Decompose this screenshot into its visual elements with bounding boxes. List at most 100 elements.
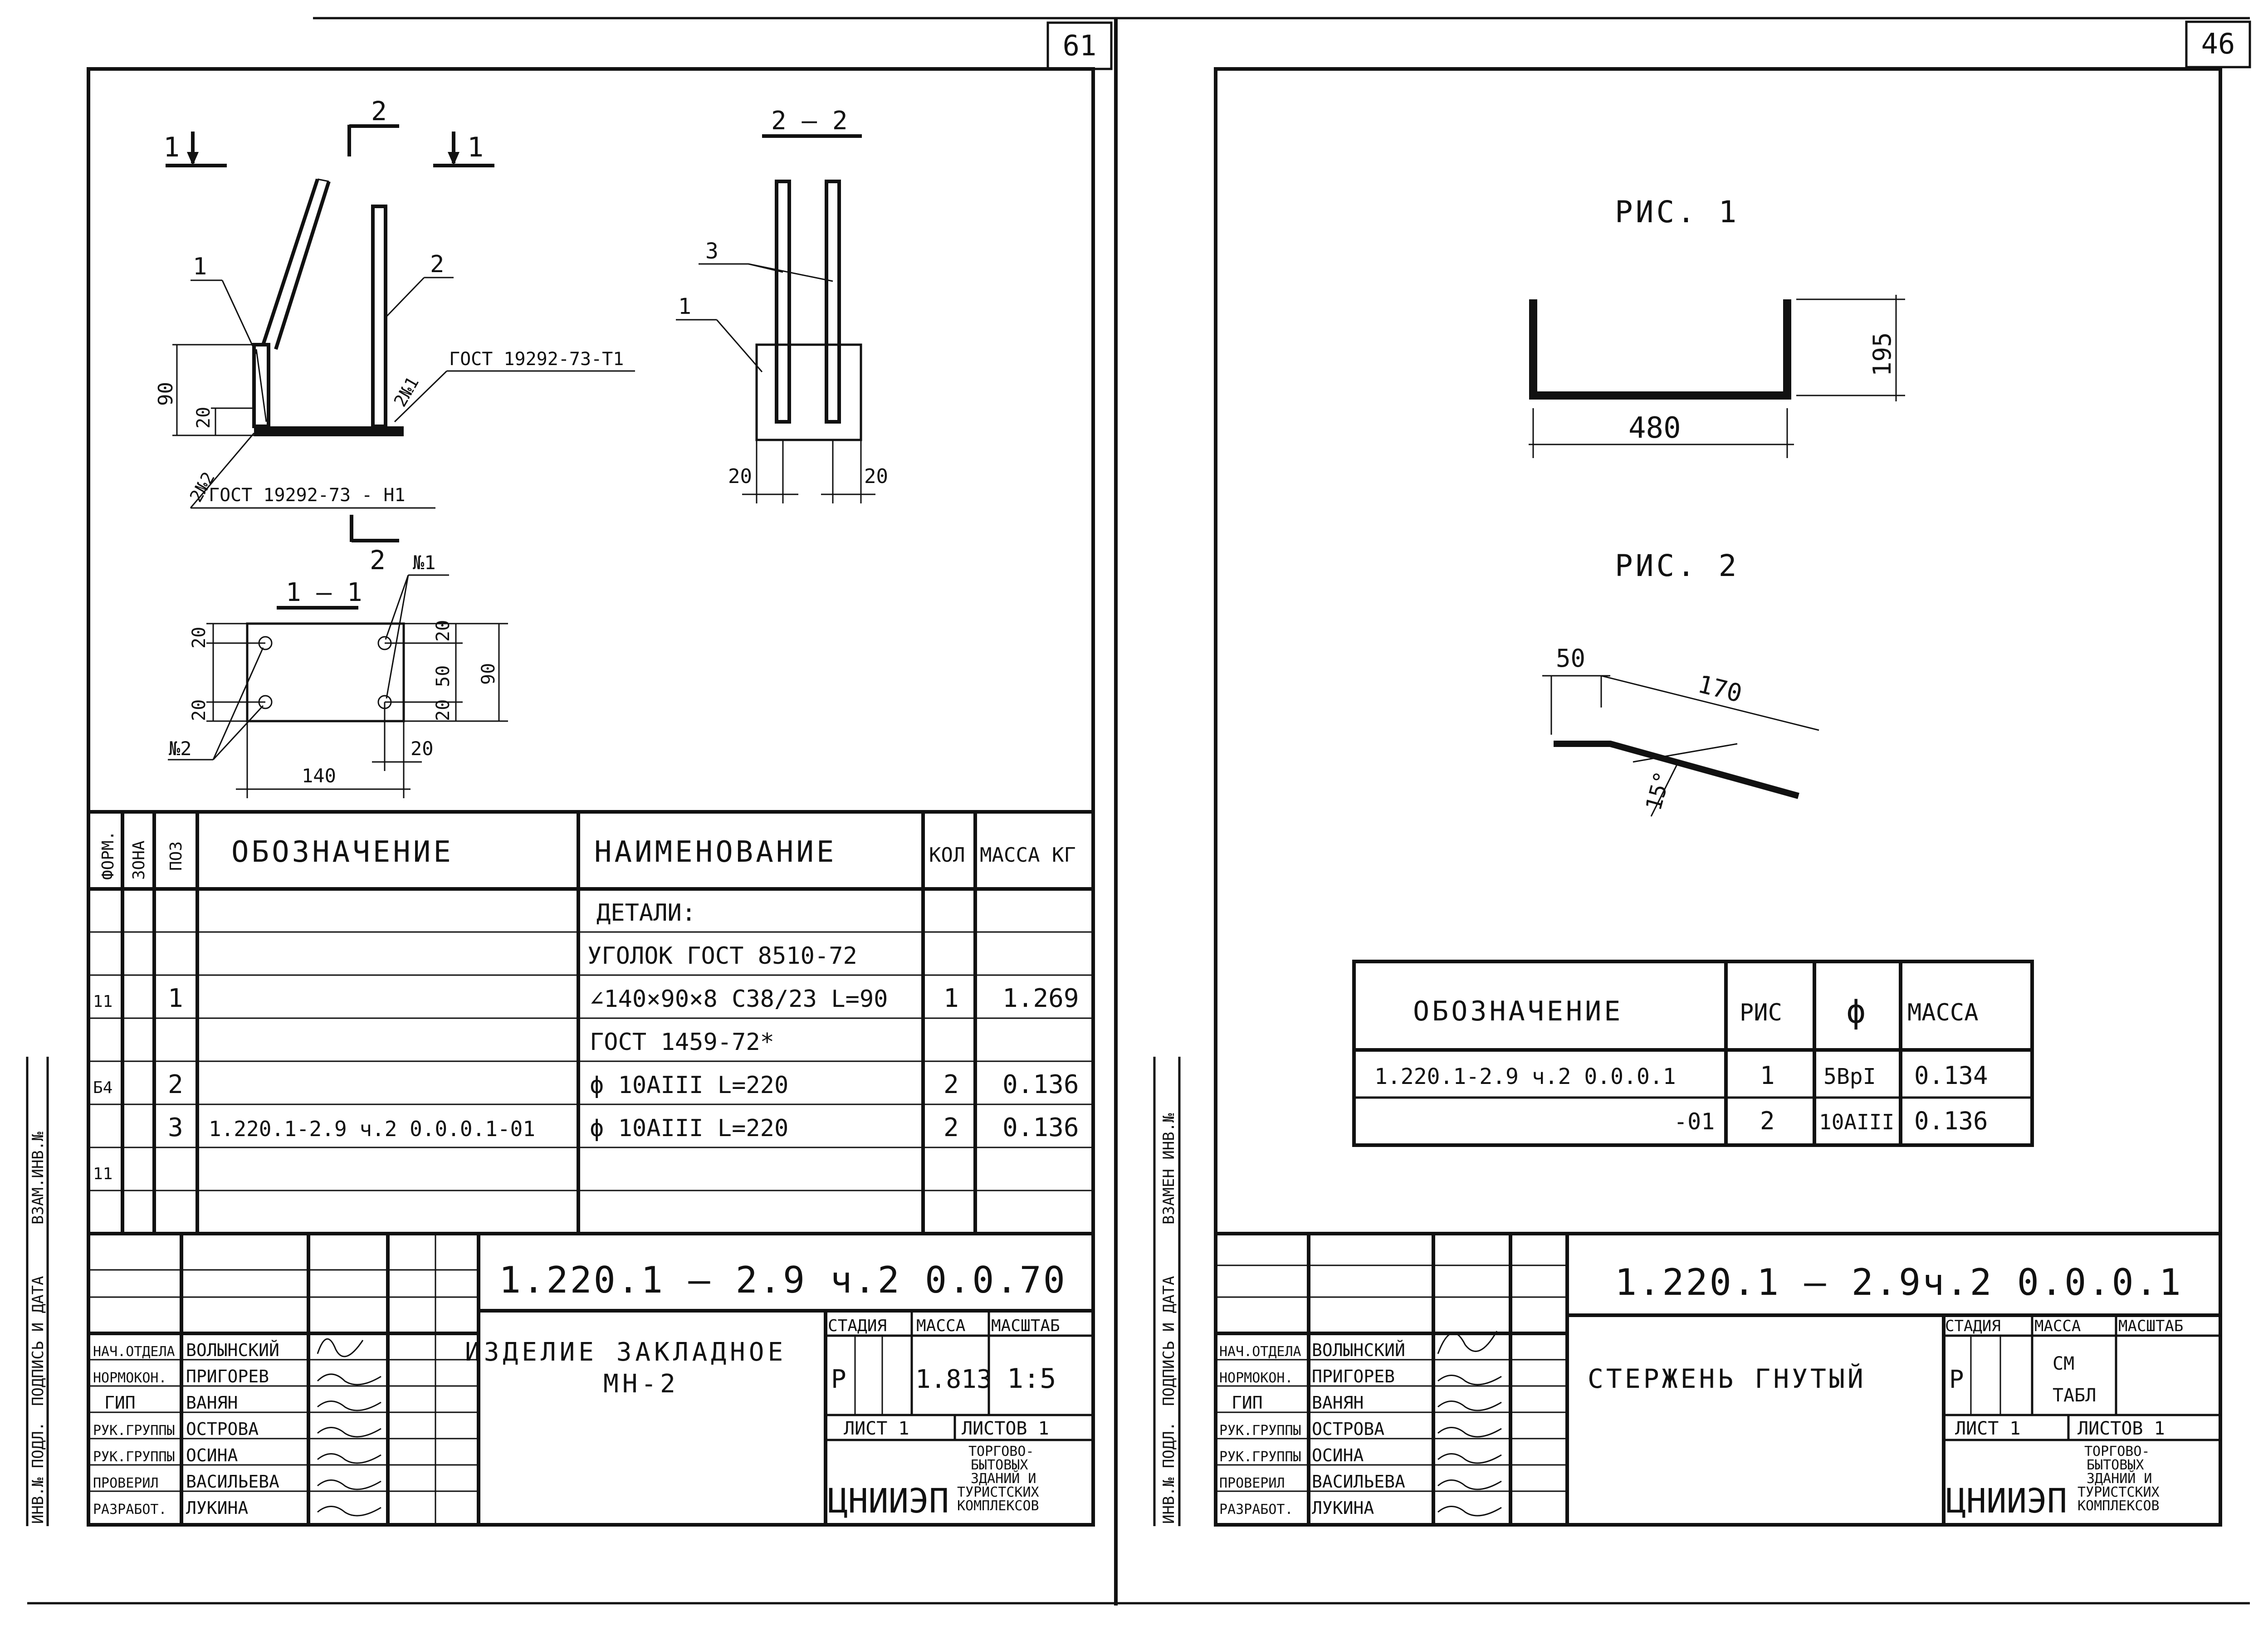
rtb-signature-4 — [1437, 1453, 1502, 1464]
rod-h-designation: ОБОЗНАЧЕНИЕ — [1413, 995, 1623, 1027]
ltb-signature-3 — [317, 1427, 381, 1438]
ltb-name-2: ВАНЯН — [186, 1393, 238, 1413]
ltb-role-4: РУК.ГРУППЫ — [93, 1449, 175, 1465]
fig2-angle-ref — [1633, 743, 1738, 763]
rod-h-dia: ϕ — [1846, 992, 1866, 1030]
spec-r2-pos: 1 — [168, 984, 183, 1013]
view11-dim-20e: 20 — [411, 737, 434, 760]
ltb-signature-6 — [317, 1506, 381, 1517]
right-sheet-number-box — [2185, 20, 2251, 68]
spec-r4-pos: 2 — [168, 1070, 183, 1099]
rod-r1-designation: -01 — [1674, 1108, 1715, 1135]
ltb-sheet: ЛИСТ 1 — [844, 1418, 909, 1439]
ltb-name-0: ВОЛЫНСКИЙ — [186, 1340, 279, 1360]
cut1-arrowhead-left — [187, 152, 199, 166]
spec-r2-name: ∠140×90×8 С38/23 L=90 — [590, 986, 888, 1013]
rtb-role-6: РАЗРАБОТ. — [1219, 1502, 1293, 1518]
rtb-signature-5 — [1437, 1479, 1502, 1490]
ltb-name-3: ОСТРОВА — [186, 1419, 259, 1439]
left-sheet-frame — [87, 67, 1095, 1527]
spec-r5-pos: 3 — [168, 1113, 183, 1142]
ltb-org-desc-4: КОМПЛЕКСОВ — [957, 1498, 1039, 1514]
left-sheet-number: 61 — [1063, 29, 1097, 62]
right-sheet-number: 46 — [2201, 27, 2235, 60]
rtb-signature-1 — [1437, 1375, 1502, 1386]
pos1-leader — [221, 280, 257, 354]
spec-r4-qty: 2 — [943, 1070, 959, 1099]
ltb-stage-h: СТАДИЯ — [828, 1317, 887, 1335]
rtb-role-2: ГИП — [1232, 1393, 1263, 1413]
left-margin-sign-label: ПОДПИСЬ И ДАТА — [29, 1276, 47, 1406]
rtb-name-5: ВАСИЛЬЕВА — [1312, 1472, 1405, 1492]
rtb-name-2: ВАНЯН — [1312, 1393, 1364, 1413]
rod-r0-fig: 1 — [1760, 1061, 1775, 1090]
ltb-mass-h: МАССА — [916, 1317, 966, 1335]
plate-2-2 — [755, 343, 862, 441]
rtb-name-6: ЛУКИНА — [1312, 1498, 1374, 1518]
view11-dim-20d: 20 — [433, 699, 454, 721]
rtb-signature-6 — [1437, 1506, 1502, 1517]
spec-h-pos: ПОЗ — [167, 841, 186, 871]
view22-dim-left: 20 — [728, 465, 752, 488]
rtb-mass-h: МАССА — [2034, 1317, 2081, 1335]
ltb-name-5: ВАСИЛЬЕВА — [186, 1472, 279, 1492]
view-2-2-title: 2 — 2 — [771, 106, 848, 136]
spec-h-format: ФОРМ. — [99, 831, 117, 880]
fig2-dim-b: 170 — [1695, 669, 1745, 708]
weld1-label: 2№1 — [390, 373, 423, 410]
rtb-name-4: ОСИНА — [1312, 1445, 1364, 1465]
fig2-angle-arc — [1650, 761, 1679, 817]
rod-r1-mass: 0.136 — [1914, 1107, 1988, 1135]
spec-r2-format: 11 — [93, 992, 112, 1011]
gost-t1-leader — [394, 370, 448, 423]
vertical-anchor-bar — [371, 205, 387, 428]
ltb-signature-0 — [317, 1338, 364, 1357]
left-margin-swap-label: ВЗАМ.ИНВ.№ — [29, 1132, 47, 1225]
right-title-block: НАЧ.ОТДЕЛА ВОЛЫНСКИЙ НОРМОКОН. ПРИГОРЕВ … — [1216, 1232, 2220, 1525]
view22-pos1-label: 1 — [678, 294, 691, 319]
ltb-scale-h: МАСШТАБ — [991, 1317, 1060, 1335]
fig2-dim170 — [1601, 675, 1819, 731]
dim-20-label: 20 — [193, 407, 214, 429]
rtb-code: 1.220.1 – 2.9ч.2 0.0.0.1 — [1615, 1261, 2183, 1303]
fig2-label: РИС. 2 — [1615, 548, 1739, 583]
rtb-title: СТЕРЖЕНЬ ГНУТЫЙ — [1588, 1363, 1866, 1394]
rtb-mass-line1: СМ — [2053, 1353, 2074, 1374]
spec-r2-mass: 1.269 — [1002, 984, 1079, 1013]
rtb-scale-h: МАСШТАБ — [2118, 1317, 2183, 1335]
right-sheet: 46 ИНВ.№ ПОДЛ. ПОДПИСЬ И ДАТА ВЗАМЕН ИНВ… — [1153, 20, 2251, 1527]
rtb-org-desc-0: ТОРГОВО- — [2084, 1444, 2150, 1459]
n2-leader-b — [212, 705, 264, 761]
ltb-signature-5 — [317, 1479, 381, 1490]
ltb-name-4: ОСИНА — [186, 1445, 238, 1465]
ltb-org-desc-2: ЗДАНИЙ И — [971, 1470, 1036, 1487]
fig1-height: 195 — [1868, 332, 1897, 376]
ltb-org-desc-0: ТОРГОВО- — [968, 1444, 1034, 1459]
rod-h-mass: МАССА — [1907, 999, 1979, 1026]
rtb-sheet: ЛИСТ 1 — [1955, 1418, 2021, 1439]
rtb-org-desc-3: ТУРИСТСКИХ — [2077, 1484, 2160, 1500]
rtb-name-0: ВОЛЫНСКИЙ — [1312, 1340, 1405, 1360]
fig2-bent-rod — [1554, 741, 1799, 799]
ltb-role-6: РАЗРАБОТ. — [93, 1502, 167, 1518]
rtb-role-1: НОРМОКОН. — [1219, 1370, 1293, 1386]
fig1-width: 480 — [1628, 411, 1681, 445]
rtb-org: ЦНИИЭП — [1946, 1482, 2067, 1521]
rtb-sheets: ЛИСТОВ 1 — [2077, 1418, 2165, 1439]
view-1-1: 1 — 1 №1 №2 20 20 — [168, 551, 508, 798]
ltb-signature-2 — [317, 1401, 381, 1411]
rod-r1-fig: 2 — [1760, 1107, 1775, 1135]
rtb-name-1: ПРИГОРЕВ — [1312, 1366, 1395, 1386]
ltb-org-desc-1: БЫТОВЫХ — [971, 1457, 1028, 1473]
left-sheet: 61 ИНВ.№ ПОДЛ. ПОДПИСЬ И ДАТА ВЗАМ.ИНВ.№… — [26, 21, 1113, 1527]
gost-t1-label: ГОСТ 19292-73-Т1 — [449, 349, 624, 370]
view22-dim-right: 20 — [864, 465, 888, 488]
gost-h1-label: ГОСТ 19292-73 - Н1 — [209, 485, 405, 506]
left-margin-inv-label: ИНВ.№ ПОДЛ. — [29, 1422, 47, 1524]
ltb-signature-1 — [317, 1373, 381, 1386]
ltb-role-1: НОРМОКОН. — [93, 1370, 167, 1386]
view-1-1-title: 1 — 1 — [286, 578, 362, 607]
bar-left-2-2 — [775, 180, 791, 424]
cut1-label-right: 1 — [467, 132, 484, 163]
spec-r5-name: ϕ 10АIII L=220 — [590, 1115, 788, 1142]
